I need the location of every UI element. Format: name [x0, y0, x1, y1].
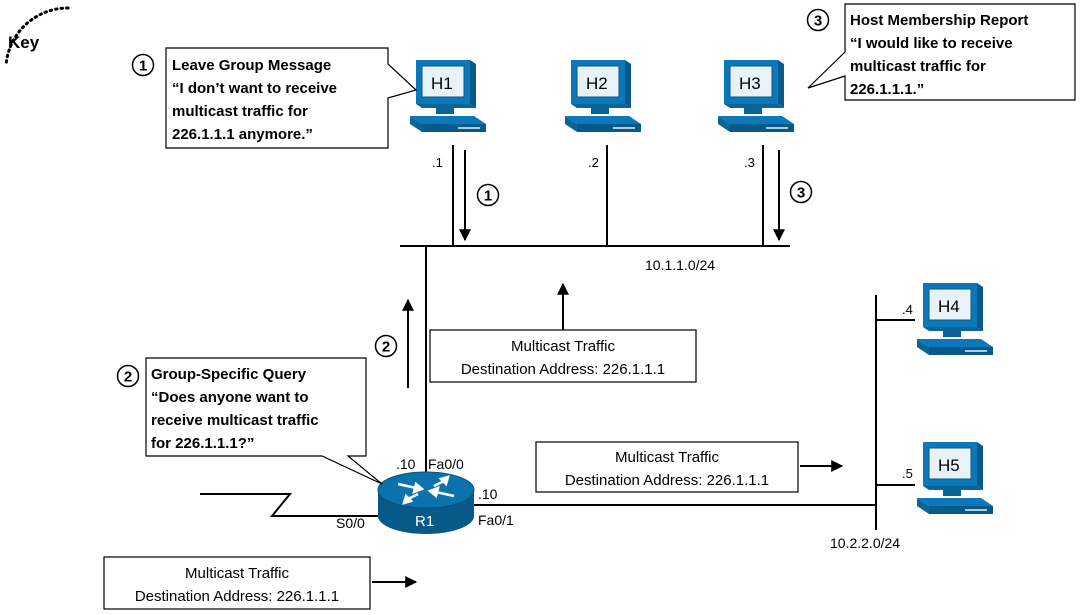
host-h2: H2: [564, 59, 642, 133]
host-h3-address: .3: [744, 155, 755, 170]
query-callout-line: for 226.1.1.1?”: [151, 435, 254, 452]
serial-link: [200, 493, 385, 517]
wan-traffic-box: Multicast Traffic Destination Address: 2…: [103, 556, 371, 610]
report-callout-line: “I would like to receive: [850, 35, 1013, 52]
router-top: [377, 471, 475, 509]
computer-icon: [717, 59, 795, 133]
step-badge-query-arrow: 2: [374, 334, 398, 358]
router-fa00-address: .10: [396, 456, 416, 472]
leave-callout-line: 226.1.1.1 anymore.”: [172, 126, 313, 143]
report-callout: Host Membership Report “I would like to …: [807, 3, 1076, 101]
report-callout-title: Host Membership Report: [850, 12, 1028, 29]
router-fa01-label: Fa0/1: [478, 512, 514, 528]
leave-callout-line: “I don’t want to receive: [172, 80, 337, 97]
host-h4-address: .4: [902, 302, 913, 317]
leave-callout: Leave Group Message “I don’t want to rec…: [165, 47, 418, 149]
svg-text:2: 2: [124, 369, 132, 386]
svg-text:1: 1: [139, 58, 147, 75]
router-label: R1: [415, 513, 434, 530]
lan1-segment: 10.1.1.0/24: [400, 145, 790, 480]
host-h1-label: H1: [431, 74, 453, 93]
report-callout-line: 226.1.1.1.”: [850, 81, 924, 98]
router-fa01-address: .10: [478, 486, 498, 502]
step-badge-leave-box: 1: [131, 53, 155, 77]
step-badge-query-box: 2: [116, 364, 140, 388]
svg-text:1: 1: [484, 188, 492, 205]
host-h2-address: .2: [588, 155, 599, 170]
key-arc: [4, 6, 70, 68]
traffic-box-address: Destination Address: 226.1.1.1: [565, 472, 769, 489]
svg-text:3: 3: [797, 185, 805, 202]
query-callout-title: Group-Specific Query: [151, 366, 307, 383]
lan1-subnet: 10.1.1.0/24: [645, 257, 715, 273]
host-h5-label: H5: [938, 456, 960, 475]
query-callout: Group-Specific Query “Does anyone want t…: [145, 357, 383, 485]
host-h1: H1: [409, 59, 487, 133]
lan2-traffic-box: Multicast Traffic Destination Address: 2…: [535, 441, 799, 493]
traffic-box-title: Multicast Traffic: [615, 449, 719, 466]
router-fa00-label: Fa0/0: [428, 456, 464, 472]
leave-callout-title: Leave Group Message: [172, 57, 331, 74]
traffic-box-address: Destination Address: 226.1.1.1: [135, 588, 339, 605]
computer-icon: [409, 59, 487, 133]
lan1-traffic-box: Multicast Traffic Destination Address: 2…: [429, 329, 697, 383]
key-emblem: Key: [4, 6, 70, 68]
query-callout-box: [145, 357, 383, 485]
host-h5-address: .5: [902, 466, 913, 481]
svg-text:3: 3: [814, 13, 822, 30]
traffic-box-title: Multicast Traffic: [511, 338, 615, 355]
router-arrows-icon: [397, 475, 455, 505]
router-s00-label: S0/0: [336, 515, 365, 531]
traffic-box-title: Multicast Traffic: [185, 565, 289, 582]
host-h5: H5: [916, 441, 994, 515]
query-callout-line: “Does anyone want to: [151, 389, 309, 406]
leave-callout-box: [165, 47, 418, 149]
svg-text:2: 2: [382, 339, 390, 356]
step-badge-leave-arrow: 1: [476, 183, 500, 207]
host-h2-label: H2: [586, 74, 608, 93]
report-callout-line: multicast traffic for: [850, 58, 986, 75]
host-h1-address: .1: [432, 155, 443, 170]
key-label: Key: [8, 33, 40, 52]
traffic-box-address: Destination Address: 226.1.1.1: [461, 361, 665, 378]
host-h4-label: H4: [938, 297, 960, 316]
step-badge-report-arrow: 3: [789, 180, 813, 204]
step-badge-report-box: 3: [806, 8, 830, 32]
host-h3: H3: [717, 59, 795, 133]
computer-icon: [916, 441, 994, 515]
lan2-segment: 10.2.2.0/24: [470, 295, 915, 551]
computer-icon: [916, 282, 994, 356]
report-callout-box: [807, 3, 1076, 101]
query-callout-line: receive multicast traffic: [151, 412, 319, 429]
lan2-subnet: 10.2.2.0/24: [830, 535, 900, 551]
leave-callout-line: multicast traffic for: [172, 103, 308, 120]
router-r1: R1: [377, 471, 475, 534]
computer-icon: [564, 59, 642, 133]
host-h3-label: H3: [739, 74, 761, 93]
host-h4: H4: [916, 282, 994, 356]
